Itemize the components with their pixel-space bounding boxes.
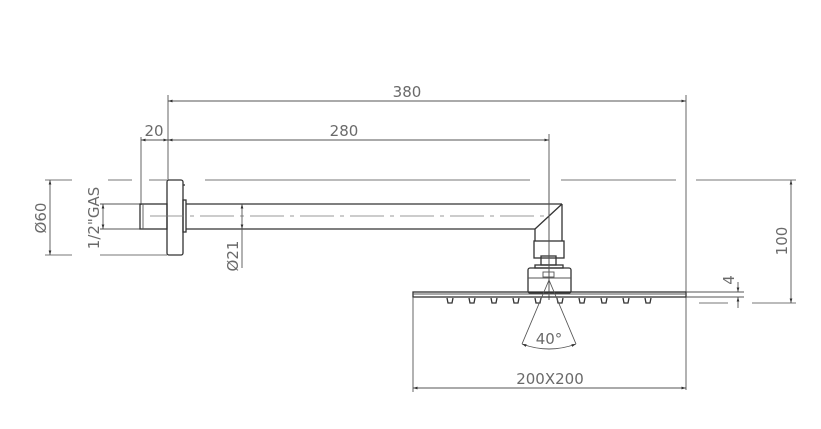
dim-20-label: 20 bbox=[144, 122, 163, 140]
dimension-head-size: 200X200 bbox=[412, 297, 686, 392]
dimension-flange-offset: 20 bbox=[140, 122, 168, 205]
spray-angle-indicator: 40° bbox=[521, 279, 577, 350]
spray-angle-label: 40° bbox=[536, 330, 563, 348]
dim-diameter-60-label: Ø60 bbox=[32, 203, 50, 234]
dimension-flange-diameter: Ø60 bbox=[32, 180, 52, 255]
dimension-arm-length: 280 bbox=[168, 122, 550, 300]
dimension-overall-length: 380 bbox=[167, 83, 687, 390]
dim-4-label: 4 bbox=[720, 275, 738, 285]
dim-280-label: 280 bbox=[330, 122, 359, 140]
shower-head bbox=[412, 291, 687, 304]
dimension-height: 100 bbox=[773, 180, 793, 303]
thread-nipple bbox=[139, 203, 168, 230]
dim-380-label: 380 bbox=[393, 83, 422, 101]
dim-diameter-21-label: Ø21 bbox=[224, 241, 242, 272]
shower-arm bbox=[150, 203, 563, 241]
dimension-thread: 1/2"GAS bbox=[85, 187, 140, 249]
wall-flange bbox=[166, 179, 187, 256]
dimension-arm-diameter: Ø21 bbox=[224, 204, 244, 272]
dimension-head-thickness: 4 bbox=[686, 275, 796, 308]
dim-100-label: 100 bbox=[773, 227, 791, 256]
head-connector bbox=[527, 160, 572, 300]
dim-thread-label: 1/2"GAS bbox=[85, 187, 103, 249]
dim-200x200-label: 200X200 bbox=[516, 370, 584, 388]
